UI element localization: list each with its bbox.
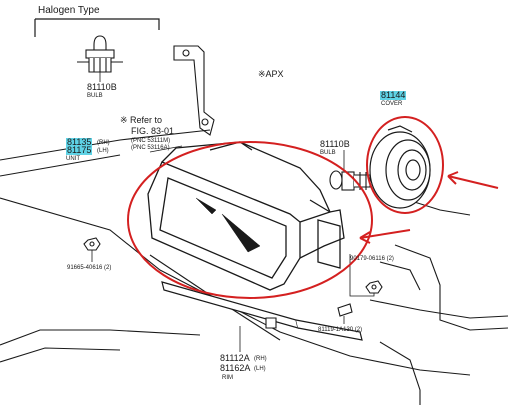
- apx-note: ※APX: [258, 69, 284, 79]
- bulb-right-drawing: [329, 170, 371, 191]
- bulb-right-number: 81110B: [320, 139, 350, 149]
- cover-name: COVER: [381, 101, 403, 107]
- rim-number-lh: 81162A: [220, 363, 251, 373]
- fasteners: [83, 237, 383, 329]
- rim-tag-lh: (LH): [254, 366, 266, 372]
- unit-tag-lh: (LH): [97, 148, 109, 154]
- mount-bracket: [173, 45, 215, 136]
- body-panel: [0, 129, 508, 405]
- rim-drawing: [161, 281, 363, 341]
- bulb-right-name: BULB: [320, 150, 336, 156]
- cover-circle-annotation: [366, 116, 444, 214]
- unit-circle-annotation: [127, 141, 373, 299]
- arrow-to-cover: [447, 175, 499, 189]
- red-annotations: [127, 116, 499, 299]
- header-bracket: [34, 18, 160, 37]
- unit-number-lh: 81175: [66, 145, 93, 155]
- unit-tag-rh: (RH): [97, 140, 110, 146]
- bulb-left-name: BULB: [87, 93, 103, 99]
- cover-drawing: [369, 125, 431, 209]
- refer-note-line2: FIG. 83-01: [131, 126, 175, 136]
- headlamp-unit-drawing: [147, 141, 345, 291]
- bulb-left-drawing: [77, 35, 123, 73]
- nut-left-number: 91665-40616 (2): [67, 265, 112, 271]
- nut-right-number: 90179-06116 (2): [350, 256, 394, 262]
- screw-number: 81119-1A130 (2): [318, 327, 363, 333]
- cover-number: 81144: [380, 90, 407, 100]
- rim-number-rh: 81112A: [220, 353, 250, 363]
- unit-number-rh: 81135: [66, 137, 93, 147]
- leader-lines: [91, 72, 375, 352]
- rim-tag-rh: (RH): [254, 356, 267, 362]
- bulb-left-number: 81110B: [87, 82, 117, 92]
- refer-note-line1: ※ Refer to: [120, 115, 163, 125]
- refer-note-sub2: (PNC 53116A): [131, 145, 170, 151]
- rim-name: RIM: [222, 375, 233, 381]
- refer-note-sub1: (PNC 53111M): [131, 138, 171, 144]
- unit-name: UNIT: [66, 156, 80, 162]
- page-title: Halogen Type: [38, 5, 100, 16]
- arrow-to-bracket: [359, 229, 411, 239]
